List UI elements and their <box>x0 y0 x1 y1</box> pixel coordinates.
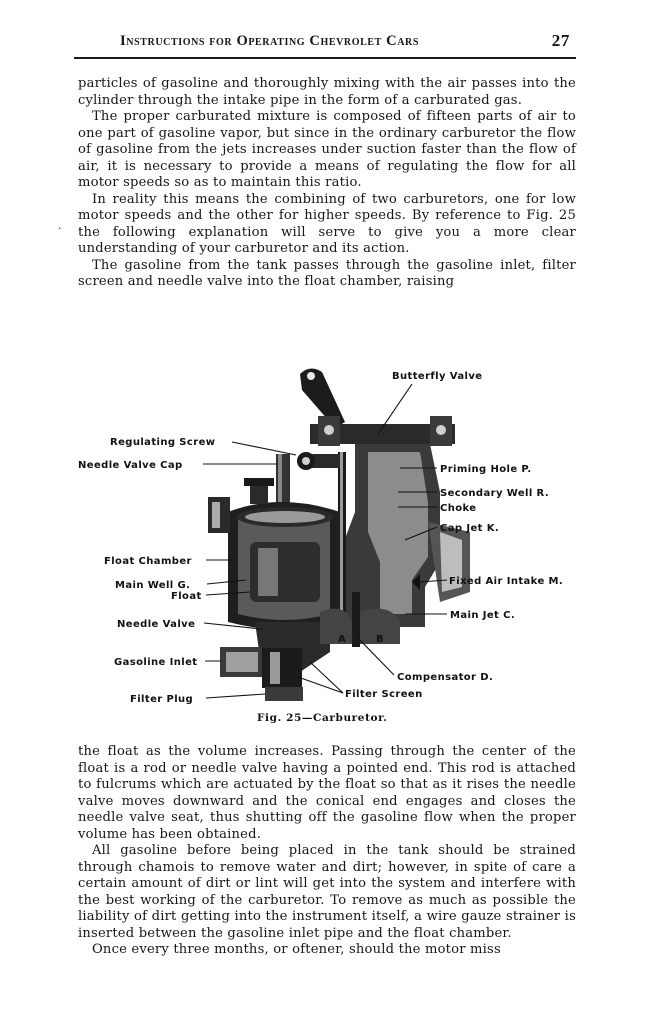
paragraph: In reality this means the combining of t… <box>78 191 576 257</box>
label-regulating-screw: Regulating Screw <box>110 437 215 448</box>
label-letter-b: B <box>376 634 384 645</box>
label-compensator: Compensator D. <box>397 672 493 683</box>
paragraph: particles of gasoline and thoroughly mix… <box>78 76 576 108</box>
label-choke: Choke <box>440 503 477 514</box>
label-main-jet: Main Jet C. <box>450 610 515 621</box>
leader-lines <box>203 383 448 699</box>
label-letter-a: A <box>338 634 346 645</box>
label-gasoline-inlet: Gasoline Inlet <box>114 657 197 668</box>
label-needle-valve: Needle Valve <box>117 619 195 630</box>
carburetor-figure: Butterfly Valve Regulating Screw Needle … <box>0 352 665 732</box>
running-head-title: Instructions for Operating Chevrolet Car… <box>120 33 420 49</box>
label-secondary-well: Secondary Well R. <box>440 488 549 499</box>
label-float: Float <box>171 591 202 602</box>
label-filter-screen: Filter Screen <box>345 689 423 700</box>
body-text-bottom: the float as the volume increases. Passi… <box>78 744 576 959</box>
label-float-chamber: Float Chamber <box>104 556 192 567</box>
paragraph: The proper carburated mixture is compose… <box>78 109 576 190</box>
label-butterfly-valve: Butterfly Valve <box>392 371 482 382</box>
label-needle-valve-cap: Needle Valve Cap <box>78 460 183 471</box>
margin-mark: · <box>58 222 62 235</box>
carburetor-drawing <box>208 368 470 701</box>
header-rule <box>74 57 576 59</box>
paragraph: the float as the volume increases. Passi… <box>78 744 576 842</box>
page-number: 27 <box>551 31 570 50</box>
running-header: Instructions for Operating Chevrolet Car… <box>74 31 574 55</box>
label-filter-plug: Filter Plug <box>130 694 193 705</box>
carburetor-illustration: Butterfly Valve Regulating Screw Needle … <box>78 368 563 724</box>
figure-caption: Fig. 25—Carburetor. <box>257 712 388 724</box>
paragraph: All gasoline before being placed in the … <box>78 843 576 941</box>
label-main-well: Main Well G. <box>115 580 190 591</box>
body-text-top: particles of gasoline and thoroughly mix… <box>78 76 576 291</box>
label-fixed-air-intake: Fixed Air Intake M. <box>449 576 563 587</box>
label-priming-hole: Priming Hole P. <box>440 464 532 475</box>
label-cap-jet: Cap Jet K. <box>440 523 499 534</box>
paragraph: The gasoline from the tank passes throug… <box>78 257 576 290</box>
paragraph: Once every three months, or oftener, sho… <box>92 942 501 957</box>
